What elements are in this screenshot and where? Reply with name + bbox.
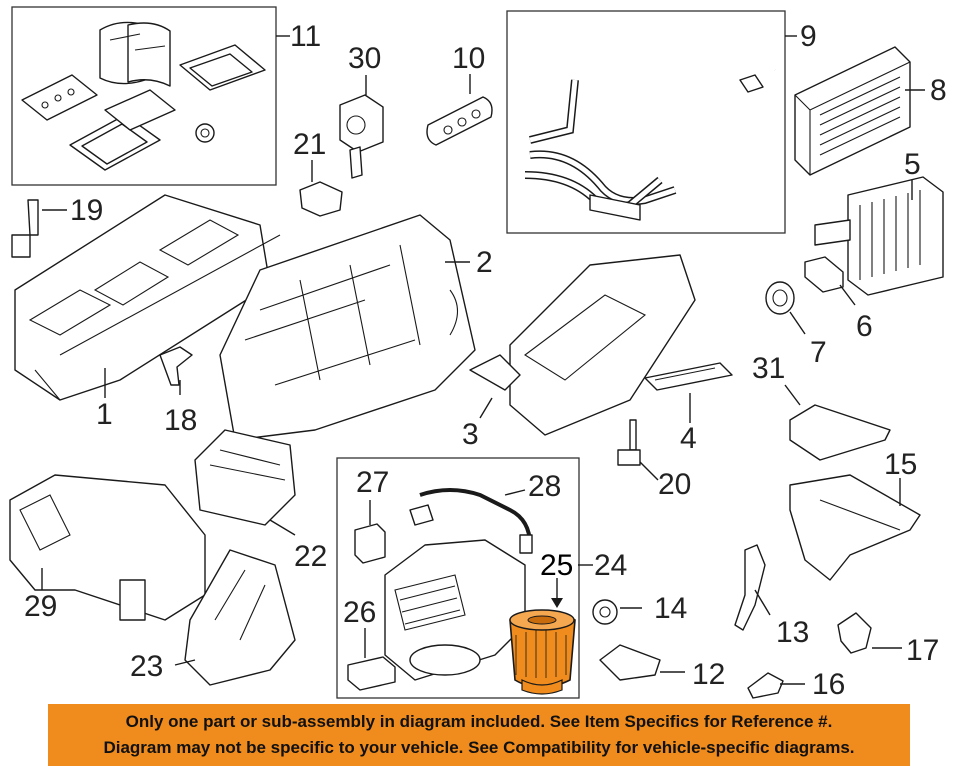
disclaimer-line-2: Diagram may not be specific to your vehi… xyxy=(103,738,855,757)
part-8 xyxy=(794,46,911,176)
part-30 xyxy=(339,94,384,179)
callout-9: 9 xyxy=(800,20,817,53)
group-box-11 xyxy=(11,6,277,186)
callout-27: 27 xyxy=(356,466,389,499)
group-box-24 xyxy=(336,457,580,699)
callout-5: 5 xyxy=(904,148,921,181)
part-12 xyxy=(599,644,661,681)
part-26 xyxy=(347,656,396,691)
callout-20: 20 xyxy=(658,468,691,501)
callout-23: 23 xyxy=(130,650,163,683)
callout-19: 19 xyxy=(70,194,103,227)
part-15 xyxy=(789,474,921,581)
callout-4: 4 xyxy=(680,422,697,455)
disclaimer-line-1: Only one part or sub-assembly in diagram… xyxy=(125,712,833,731)
callout-10: 10 xyxy=(452,42,485,75)
part-5 xyxy=(814,176,944,296)
group-box-9 xyxy=(506,10,786,234)
part-29 xyxy=(9,474,206,621)
callout-12: 12 xyxy=(692,658,725,691)
callout-21: 21 xyxy=(293,128,326,161)
callout-1: 1 xyxy=(96,398,113,431)
callout-26: 26 xyxy=(343,596,376,629)
part-27 xyxy=(354,523,386,564)
callout-13: 13 xyxy=(776,616,809,649)
part-20 xyxy=(617,419,641,466)
callout-17: 17 xyxy=(906,634,939,667)
callout-31: 31 xyxy=(752,352,785,385)
part-31 xyxy=(789,404,891,461)
part-22 xyxy=(194,429,296,526)
callout-28: 28 xyxy=(528,470,561,503)
part-25-blower-motor xyxy=(509,609,576,695)
part-21 xyxy=(299,181,343,217)
callout-15: 15 xyxy=(884,448,917,481)
part-19 xyxy=(11,199,39,258)
callout-29: 29 xyxy=(24,590,57,623)
part-1 xyxy=(14,194,281,401)
part-14 xyxy=(592,599,618,625)
callout-22: 22 xyxy=(294,540,327,573)
callout-3: 3 xyxy=(462,418,479,451)
part-6 xyxy=(804,256,844,293)
callout-14: 14 xyxy=(654,592,687,625)
part-4 xyxy=(644,362,733,391)
part-17 xyxy=(837,612,872,654)
callout-24: 24 xyxy=(594,549,627,582)
part-13 xyxy=(734,544,766,631)
part-3 xyxy=(469,254,696,436)
part-16 xyxy=(747,672,784,699)
disclaimer-banner: Only one part or sub-assembly in diagram… xyxy=(48,704,910,766)
callout-30: 30 xyxy=(348,42,381,75)
callout-16: 16 xyxy=(812,668,845,701)
part-23 xyxy=(184,549,296,686)
callout-25: 25 xyxy=(540,549,573,582)
part-7 xyxy=(765,281,795,315)
part-10 xyxy=(426,96,493,146)
part-2 xyxy=(219,214,476,441)
part-18 xyxy=(159,346,193,386)
part-9-pipes xyxy=(524,21,778,221)
part-28 xyxy=(409,488,533,554)
part-11-components xyxy=(21,21,266,171)
callout-18: 18 xyxy=(164,404,197,437)
callout-7: 7 xyxy=(810,336,827,369)
callout-11: 11 xyxy=(290,20,321,53)
callout-6: 6 xyxy=(856,310,873,343)
part-24 xyxy=(384,539,526,681)
callout-8: 8 xyxy=(930,74,947,107)
callout-2: 2 xyxy=(476,246,493,279)
